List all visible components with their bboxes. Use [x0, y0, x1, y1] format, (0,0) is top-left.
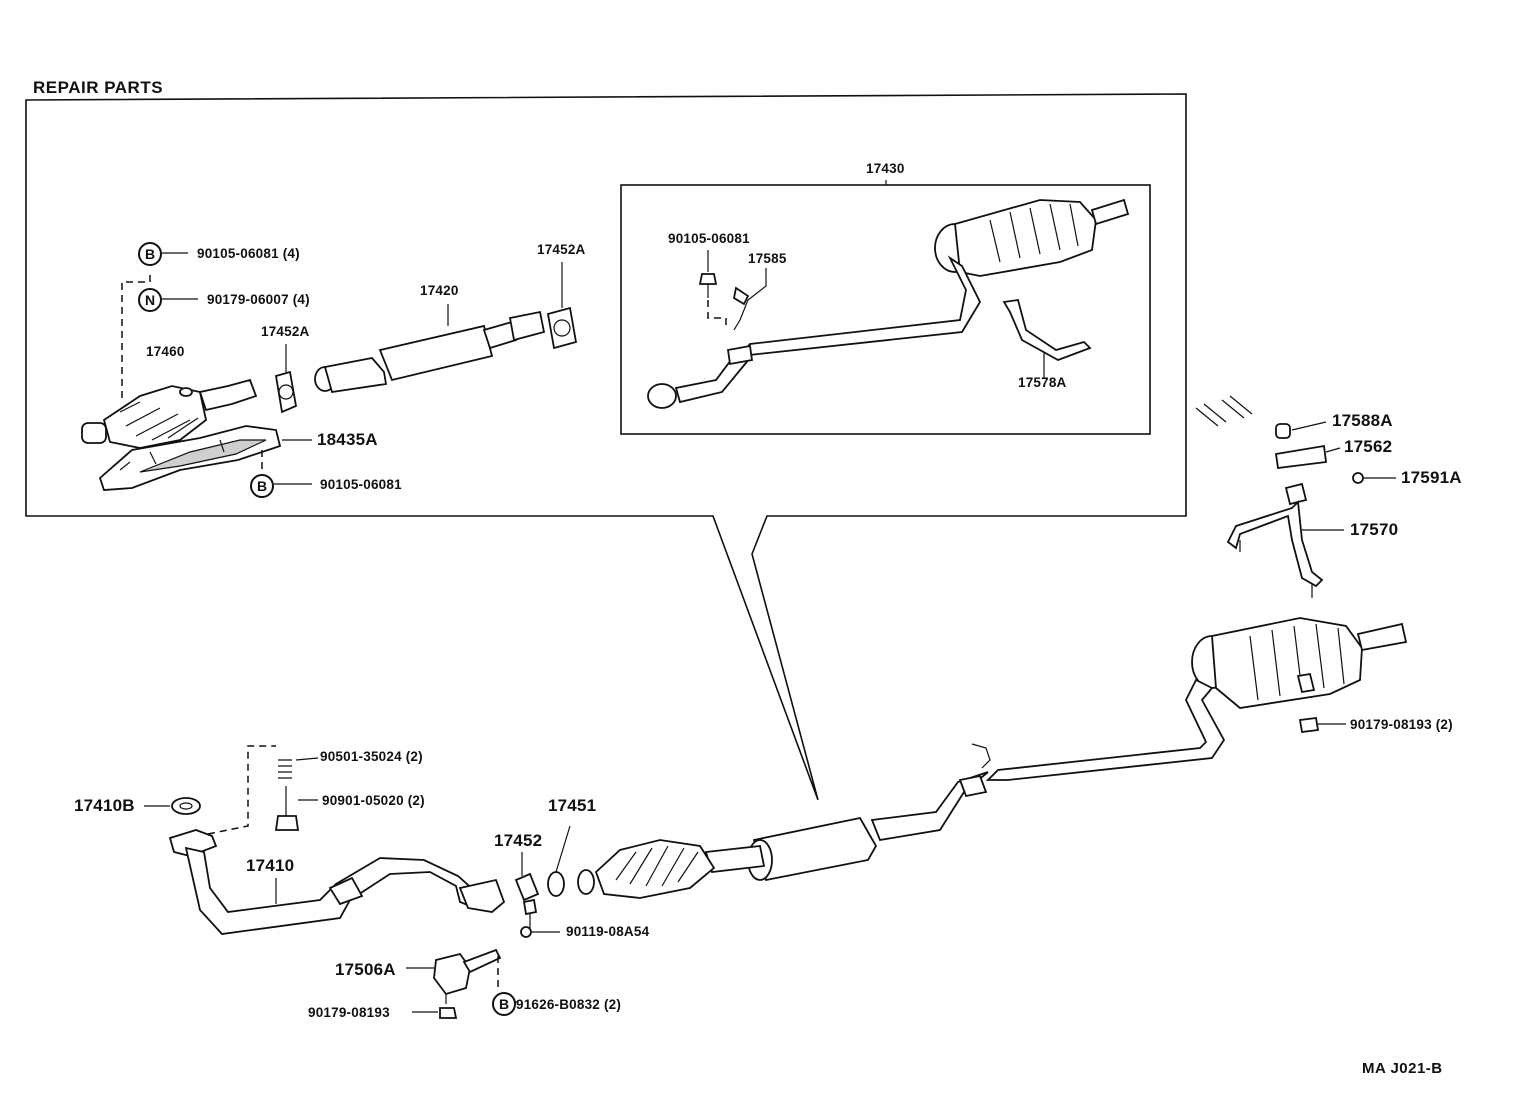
- part-label-17578a[interactable]: 17578A: [1018, 375, 1067, 390]
- heat-shield-drawing: [98, 425, 282, 491]
- part-label-90105-06081[interactable]: 90105-06081: [320, 477, 402, 492]
- part-label-90179-06007-4[interactable]: 90179-06007 (4): [207, 292, 310, 307]
- part-label-18435a[interactable]: 18435A: [317, 430, 378, 449]
- part-label-17451[interactable]: 17451: [548, 796, 597, 815]
- part-label-91626-b0832-2[interactable]: 91626-B0832 (2): [516, 997, 622, 1012]
- catalytic-converter-drawing: [81, 378, 258, 449]
- part-label-17452a-mid[interactable]: 17452A: [261, 324, 310, 339]
- part-label-90501-35024-2[interactable]: 90501-35024 (2): [320, 749, 423, 764]
- part-label-17562[interactable]: 17562: [1344, 437, 1393, 456]
- hanger-17578a-drawing: [1002, 298, 1092, 378]
- bolt-symbol: B: [138, 242, 162, 266]
- part-label-17588a[interactable]: 17588A: [1332, 411, 1393, 430]
- bracket-group-drawing: [1195, 395, 1396, 598]
- part-label-90179-08193-2[interactable]: 90179-08193 (2): [1350, 717, 1453, 732]
- part-label-17585[interactable]: 17585: [748, 251, 787, 266]
- part-label-17591a[interactable]: 17591A: [1401, 468, 1462, 487]
- part-label-17506a[interactable]: 17506A: [335, 960, 396, 979]
- part-label-17452a-top[interactable]: 17452A: [537, 242, 586, 257]
- main-exhaust-drawing: [144, 617, 1408, 1019]
- part-label-17460[interactable]: 17460: [146, 344, 185, 359]
- muffler-17430-drawing: [647, 198, 1130, 409]
- part-label-17410[interactable]: 17410: [246, 856, 295, 875]
- part-label-17570[interactable]: 17570: [1350, 520, 1399, 539]
- pipe-17420-drawing: [314, 304, 546, 394]
- nut-symbol: N: [138, 288, 162, 312]
- part-label-17420[interactable]: 17420: [420, 283, 459, 298]
- part-label-90105-06081-4[interactable]: 90105-06081 (4): [197, 246, 300, 261]
- part-label-90119-08a54[interactable]: 90119-08A54: [566, 924, 650, 939]
- part-label-90901-05020-2[interactable]: 90901-05020 (2): [322, 793, 425, 808]
- part-label-17410b[interactable]: 17410B: [74, 796, 135, 815]
- part-label-17452[interactable]: 17452: [494, 831, 543, 850]
- gasket-17452a-mid-drawing: [274, 344, 298, 414]
- repair-parts-frame: [25, 93, 1187, 801]
- diagram-code: MA J021-B: [1362, 1060, 1443, 1077]
- repair-parts-title: REPAIR PARTS: [33, 78, 164, 97]
- part-label-17430[interactable]: 17430: [866, 161, 905, 176]
- part-label-90179-08193[interactable]: 90179-08193: [308, 1005, 390, 1020]
- gasket-17452a-top-drawing: [546, 262, 578, 350]
- bolt-symbol: B: [250, 474, 274, 498]
- part-label-90105-06081-box[interactable]: 90105-06081: [668, 231, 750, 246]
- bolt-symbol: B: [492, 992, 516, 1016]
